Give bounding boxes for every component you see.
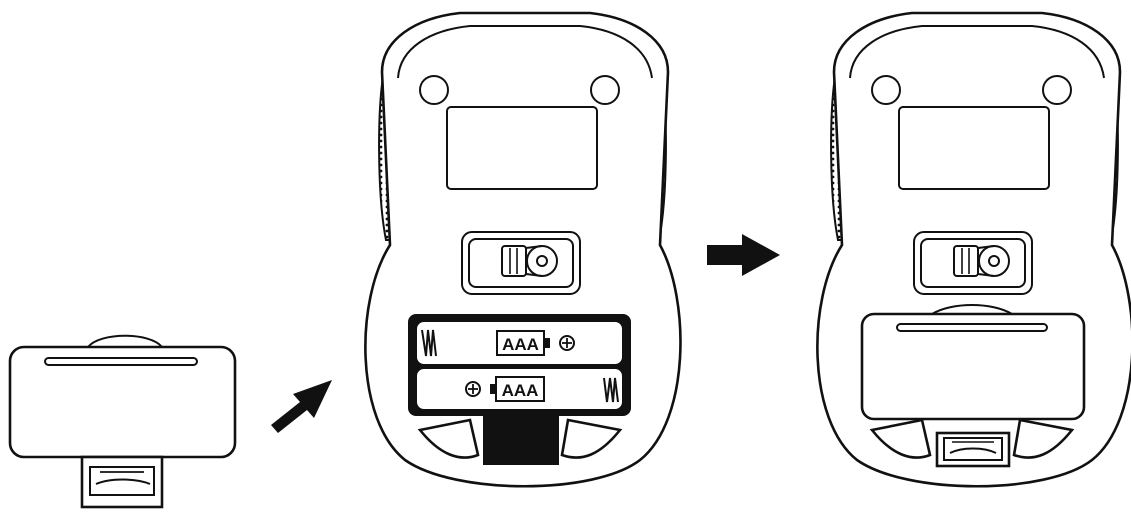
receiver-slot [483,416,559,465]
plus-terminal-icon [465,381,481,397]
battery-icon: AAA [496,330,550,356]
battery-cover-icon [860,312,1086,421]
usb-receiver-icon [80,455,164,509]
mouse-bottom-icon [816,11,1131,488]
arrow-icon [271,380,332,433]
cover-notch [87,334,163,348]
usb-receiver-icon [935,431,1011,468]
plus-terminal-icon [559,335,575,351]
spring-terminal-icon [421,329,437,357]
cover-slot [44,357,198,366]
spring-terminal-icon [603,377,619,403]
mouse-bottom-icon: AAA AAA [364,11,682,488]
battery-icon: AAA [490,376,545,402]
arrow-icon [707,234,780,276]
battery-label: AAA [502,335,539,354]
battery-label: AAA [502,381,539,400]
battery-cover-icon [8,345,237,459]
step-battery-cover [8,334,237,509]
